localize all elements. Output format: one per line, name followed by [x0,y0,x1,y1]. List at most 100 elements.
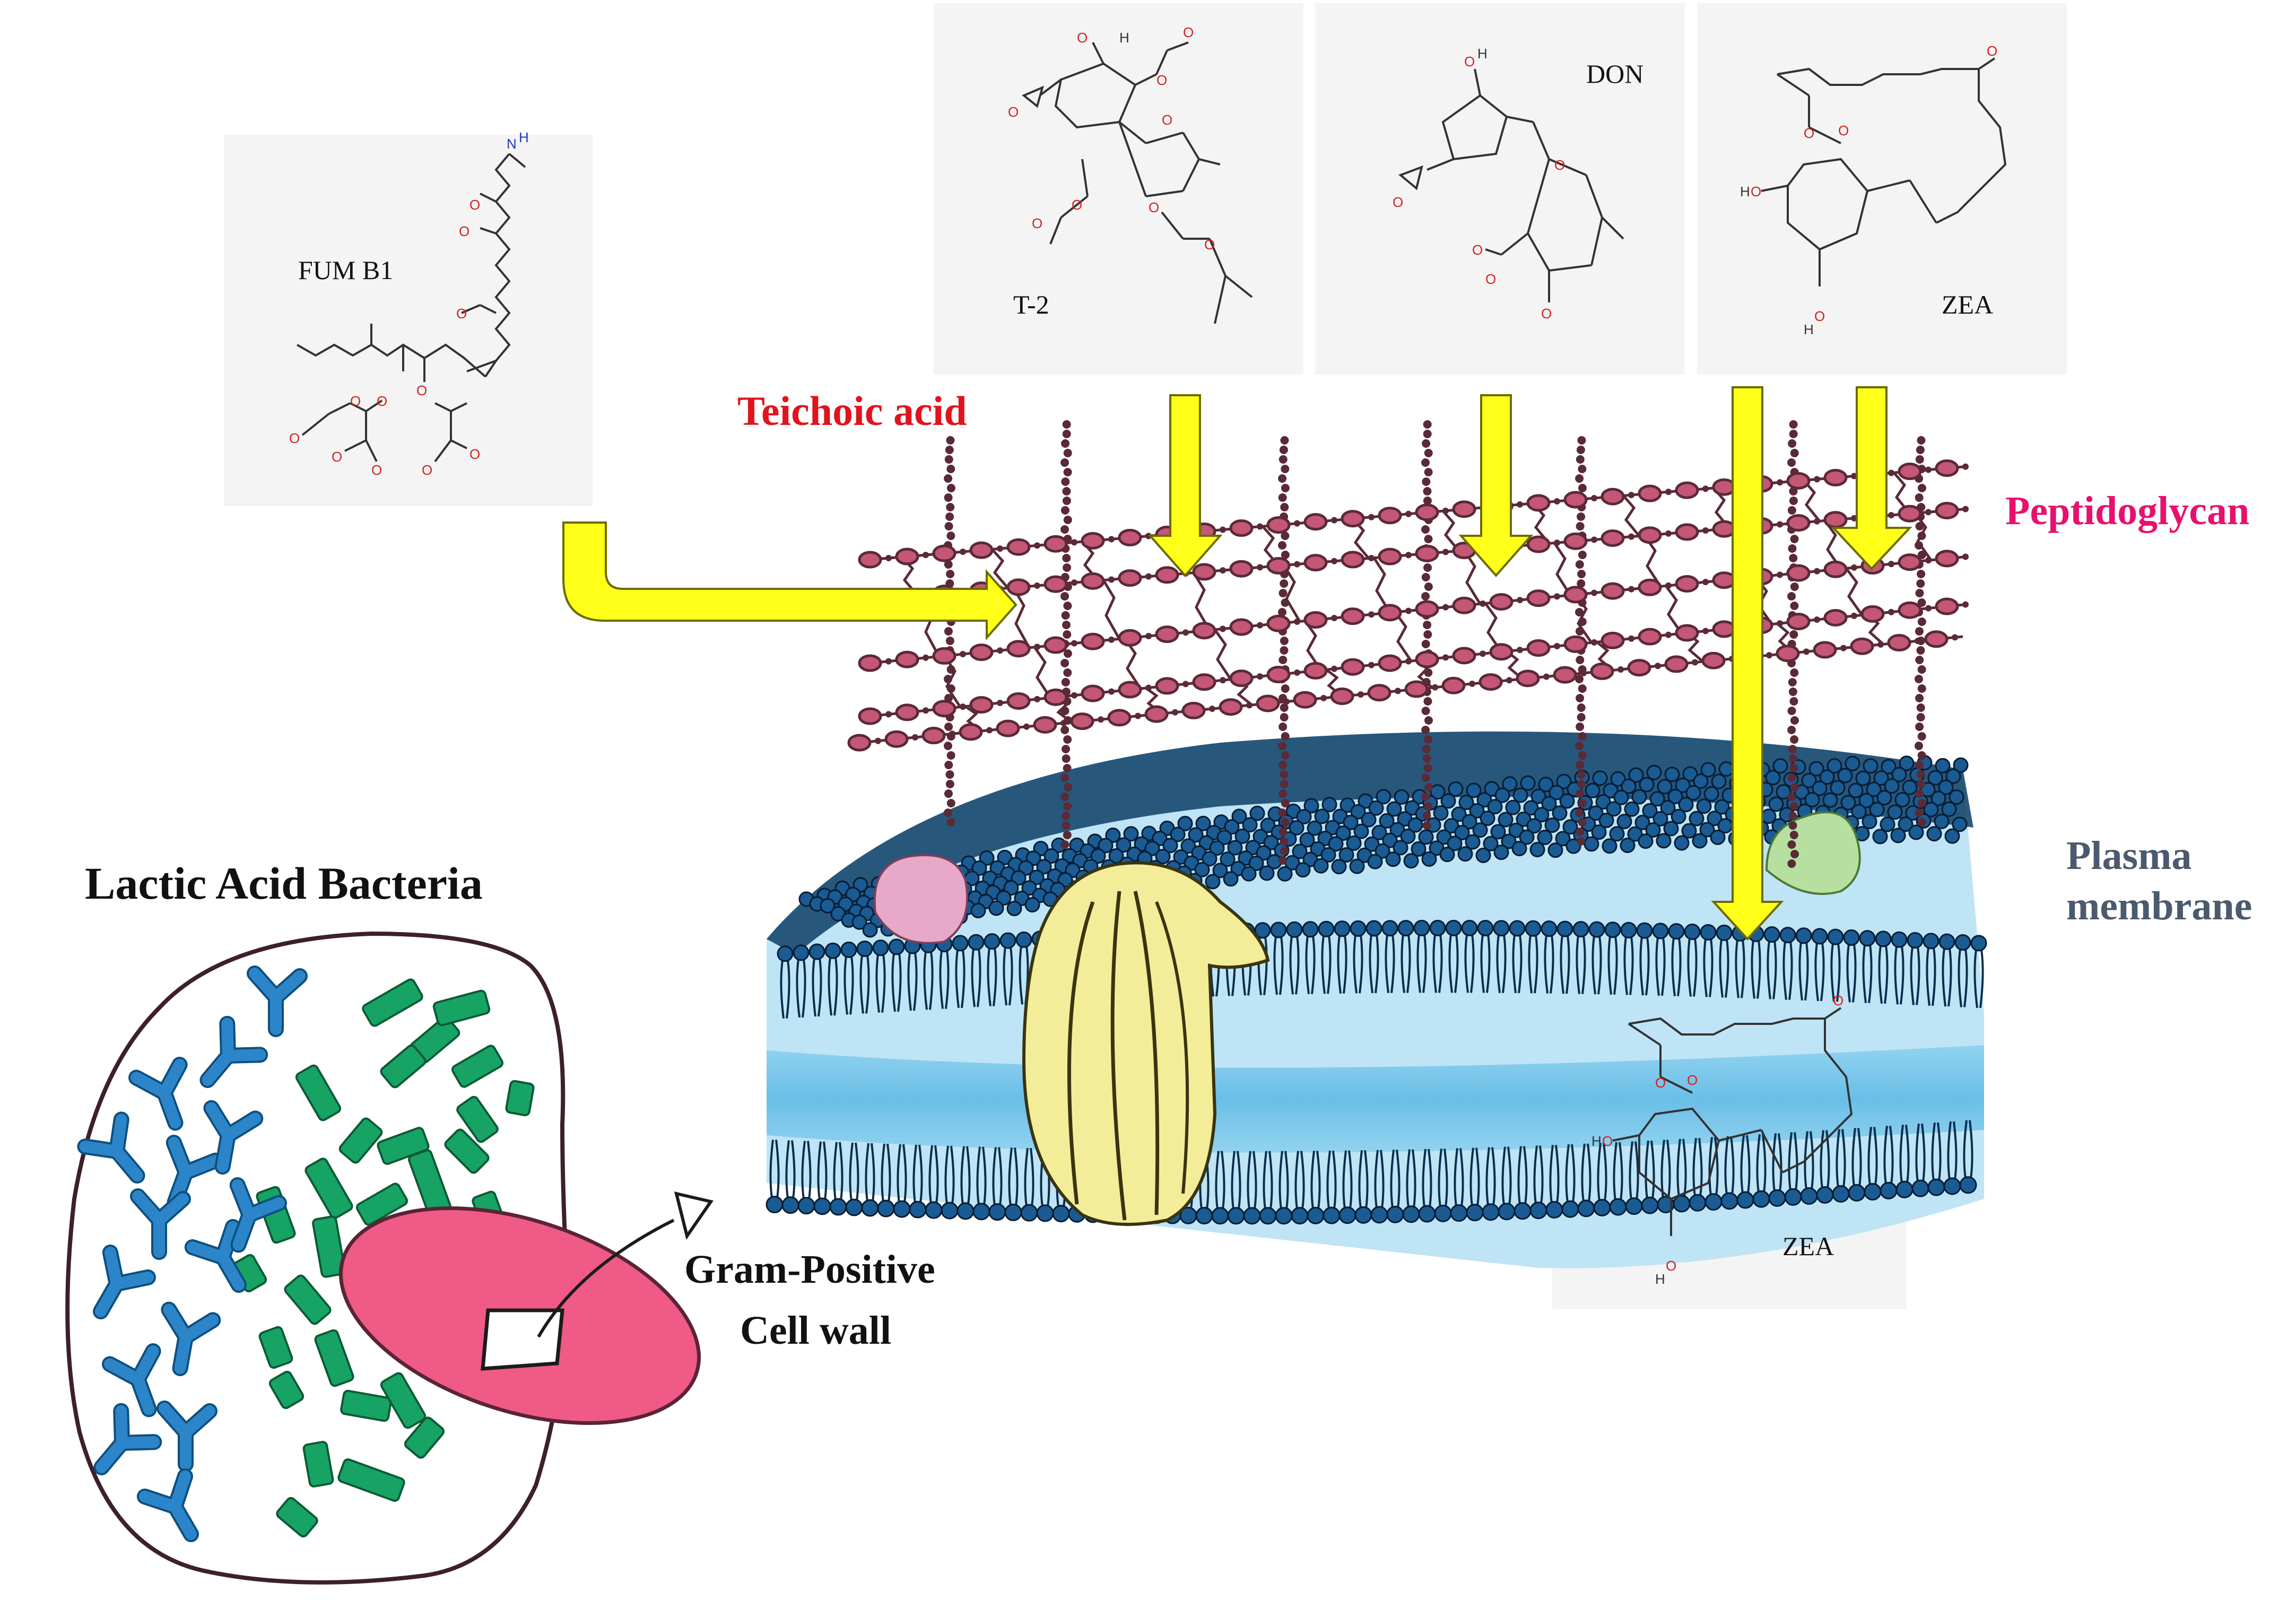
lipid-head [1926,826,1942,842]
lipid-head [1812,780,1828,796]
teichoic-bead [1422,812,1431,820]
lipid-head [1768,1189,1786,1207]
glycan-link [1395,688,1401,694]
lipid-tail [1655,937,1660,996]
lipid-head [1475,847,1491,863]
glycan-link [1442,507,1449,514]
lipid-tail [976,1146,981,1206]
arrow-zea-long [1711,386,1784,941]
glycan-link [960,549,966,555]
lipid-tail [1289,936,1294,995]
zea-label: ZEA [1942,290,1994,319]
glycan-link [1915,638,1921,645]
glycan-link [1145,633,1152,640]
peptide-crosslink [1012,587,1031,649]
glycan-link [1814,568,1820,575]
lipid-tail [823,1141,828,1201]
glycan-oval [1303,554,1328,572]
lipid-tail [1899,1125,1904,1184]
lipid-head [1466,1204,1484,1222]
glycan-oval [1860,605,1885,623]
lipid-tail [817,1141,822,1201]
fum-atom-o11: O [469,446,480,462]
peptide-crosslink [991,548,1009,589]
zea-inner-atom-o2: O [1655,1075,1666,1091]
lipid-head [1289,820,1304,836]
lipid-head [1465,834,1481,850]
lipid-head [1477,920,1494,937]
lipid-head [1592,770,1608,786]
teichoic-bead [1278,789,1287,798]
lipid-head [984,933,1001,950]
glycan-link [1331,517,1337,524]
glycan-link [1145,573,1152,580]
lipid-head [1043,848,1059,864]
teichoic-bead [1789,430,1798,438]
glycan-oval [1441,676,1466,694]
teichoic-bead [1790,802,1799,811]
glycan-link [960,651,966,658]
teichoic-bead [1789,554,1798,562]
teichoic-bead [1576,455,1585,464]
green-rod [314,1329,354,1387]
t2-atom-o6: O [1072,197,1082,213]
lipid-head [1155,849,1171,865]
glycan-oval [1033,716,1057,734]
glycan-oval [1341,658,1365,676]
lipid-head [1765,770,1781,786]
t2-atom-o9: O [1204,237,1215,253]
teichoic-bead [1915,742,1924,750]
teichoic-bead [1063,764,1072,772]
peptide-crosslink [1484,602,1503,653]
teichoic-bead [1915,808,1924,817]
lipid-head [1511,840,1527,856]
green-rod [258,1326,293,1369]
lipid-tail [1512,934,1517,994]
glycan-oval [1006,640,1031,658]
lipid-tail [1926,947,1930,1006]
teichoic-bead [1423,497,1432,505]
lipid-head [1604,921,1621,938]
lipid-head [1242,817,1258,833]
lipid-head [1434,1204,1452,1222]
lipid-head [1667,788,1683,804]
zoom-pointer-arrowhead [674,1191,714,1240]
fum-atom-o5: O [416,382,427,398]
glycan-oval [1516,669,1540,688]
peptide-crosslink [1192,572,1211,631]
lipid-tail [1772,1133,1777,1192]
fum-b1-label: FUM B1 [298,255,394,285]
glycan-link [997,545,1003,552]
glycan-oval [1118,681,1142,699]
lipid-head [1772,758,1788,774]
lipid-tail [934,1145,939,1204]
lipid-head [1938,779,1954,795]
teichoic-bead [1917,598,1926,607]
peptide-crosslink [1102,579,1121,640]
lipid-tail [1432,934,1437,993]
lipid-head [1603,782,1619,798]
lipid-tail [1475,1147,1480,1206]
glycan-link [1405,552,1412,559]
teichoic-bead [1423,563,1432,572]
teichoic-bead [1421,793,1430,801]
lipid-head [1358,793,1373,809]
lipid-head [1448,781,1464,797]
teichoic-bead [1916,646,1925,655]
lipid-tail [928,1145,933,1204]
arrow-zea-short [1831,386,1912,570]
lipid-head [1645,822,1661,838]
lipid-head [1512,787,1528,803]
glycan-link [1840,645,1847,651]
glycan-link [923,654,929,661]
lipid-head [1445,919,1462,936]
teichoic-bead [1421,707,1430,715]
lipid-head [813,1197,831,1215]
zea-structure [1761,57,2007,286]
teichoic-bead [1577,579,1586,588]
lipid-head [1541,920,1558,937]
lipid-tail [1629,936,1634,995]
lipid-tail [1549,1145,1554,1204]
peptide-crosslink [1394,611,1413,662]
